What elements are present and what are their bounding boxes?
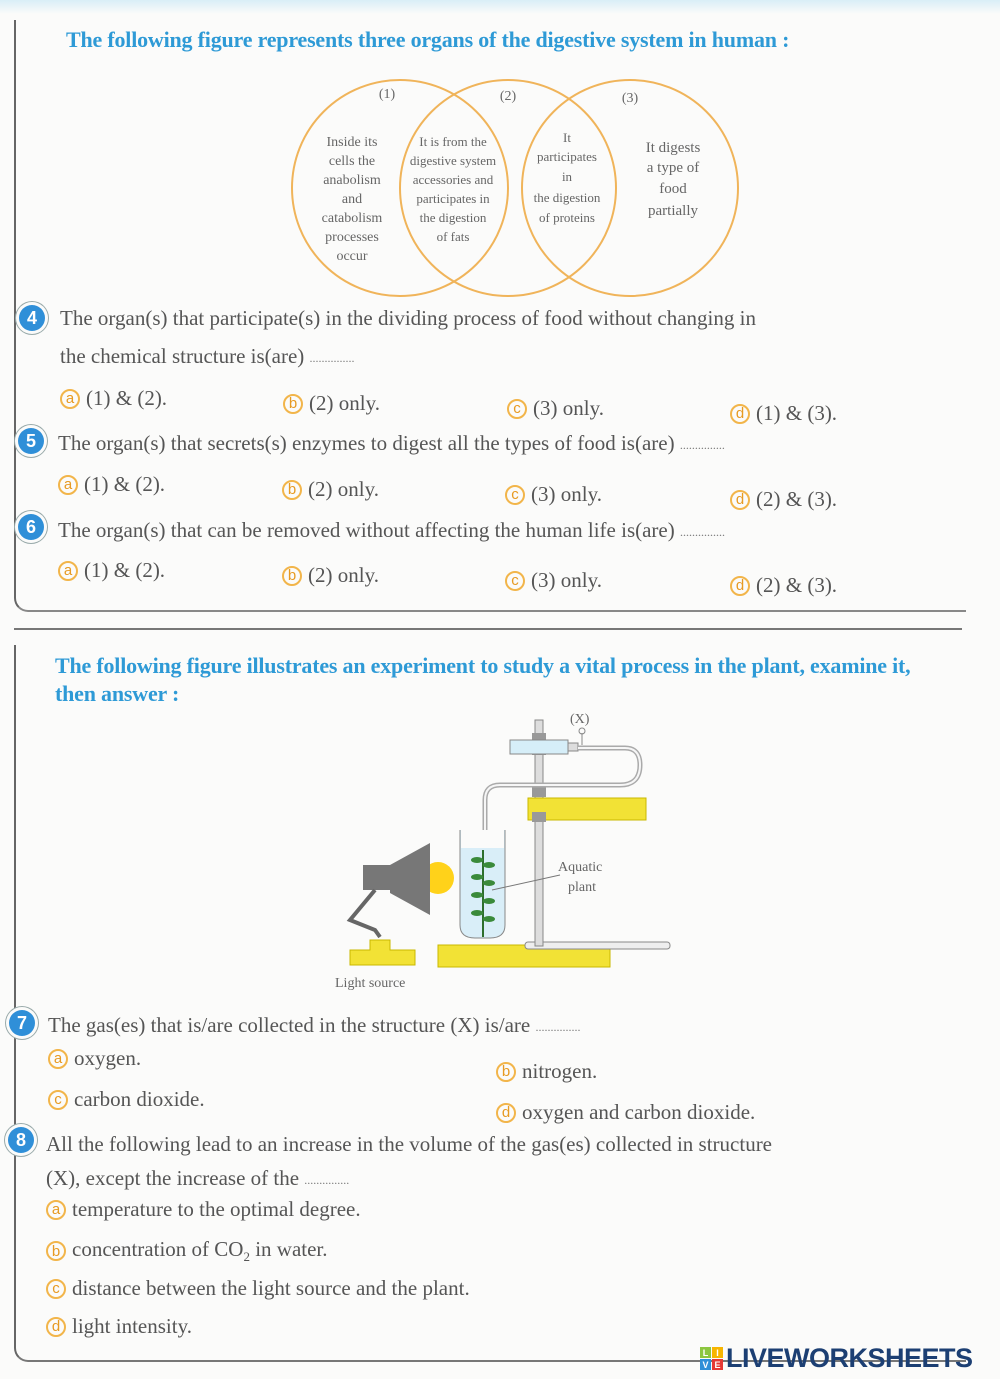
option-letter-d-icon: d: [730, 489, 750, 510]
svg-text:and: and: [342, 192, 362, 207]
svg-text:It: It: [563, 130, 571, 145]
option-letter-b-icon: b: [496, 1061, 516, 1082]
venn-label-3: (3): [622, 91, 639, 106]
label-plant: plant: [568, 880, 596, 895]
question-6-line1: The organ(s) that can be removed without…: [58, 518, 725, 542]
option-letter-a-icon: a: [46, 1199, 66, 1220]
option-letter-b-icon: b: [282, 565, 302, 586]
question-8-line2: (X), except the increase of the ........…: [46, 1166, 350, 1190]
svg-text:of proteins: of proteins: [539, 210, 595, 225]
svg-text:occur: occur: [336, 249, 367, 264]
option-letter-c-icon: c: [505, 484, 525, 505]
live-tiles-icon: L I V E: [700, 1347, 723, 1370]
venn-circle1-text: Inside its cells the anabolism and catab…: [322, 135, 383, 264]
svg-text:participates in: participates in: [416, 191, 490, 206]
option-letter-c-icon: c: [507, 398, 527, 419]
label-aquatic: Aquatic: [558, 860, 602, 875]
section1-heading: The following figure represents three or…: [66, 27, 790, 52]
liveworksheets-logo[interactable]: L I V E LIVEWORKSHEETS: [700, 1343, 973, 1374]
q6-option-c[interactable]: c(3) only.: [505, 568, 602, 593]
svg-text:the digestion: the digestion: [420, 210, 487, 225]
option-letter-a-icon: a: [58, 560, 78, 581]
option-letter-b-icon: b: [282, 479, 302, 500]
q6-option-b[interactable]: b(2) only.: [282, 563, 379, 588]
q5-option-d[interactable]: d(2) & (3).: [730, 487, 837, 512]
svg-text:processes: processes: [325, 230, 379, 245]
question-4-line1: The organ(s) that participate(s) in the …: [60, 306, 756, 330]
svg-text:participates: participates: [537, 149, 597, 164]
svg-text:anabolism: anabolism: [323, 173, 381, 188]
option-letter-b-icon: b: [283, 393, 303, 414]
q4-option-a[interactable]: a(1) & (2).: [60, 386, 167, 411]
question-number-5: 5: [18, 428, 44, 454]
q6-option-d[interactable]: d(2) & (3).: [730, 573, 837, 598]
svg-text:in: in: [562, 169, 573, 184]
svg-text:of fats: of fats: [437, 229, 470, 244]
venn-overlap-2-3-text: It participates in the digestion of prot…: [534, 130, 601, 225]
option-letter-d-icon: d: [730, 575, 750, 596]
svg-text:cells the: cells the: [329, 154, 375, 169]
question-8-line1: All the following lead to an increase in…: [46, 1132, 773, 1156]
q5-option-a[interactable]: a(1) & (2).: [58, 472, 165, 497]
photosynthesis-experiment-diagram: (X) Aquatic plant Light source: [335, 712, 671, 991]
svg-text:It digests: It digests: [646, 140, 701, 156]
svg-text:It is from the: It is from the: [419, 134, 487, 149]
option-letter-b-icon: b: [46, 1241, 66, 1262]
venn-label-2: (2): [500, 89, 517, 104]
svg-text:Inside its: Inside its: [327, 135, 378, 150]
question-number-4: 4: [19, 305, 45, 331]
section-digestive-frame: [14, 20, 966, 612]
q4-option-b[interactable]: b(2) only.: [283, 391, 380, 416]
venn-circle3-text: It digests a type of food partially: [646, 140, 701, 219]
option-letter-a-icon: a: [48, 1048, 68, 1069]
svg-text:accessories and: accessories and: [413, 172, 494, 187]
venn-diagram: (1) (2) (3) Inside its cells the anaboli…: [291, 79, 739, 297]
option-letter-d-icon: d: [730, 403, 750, 424]
option-letter-c-icon: c: [48, 1089, 68, 1110]
venn-label-1: (1): [379, 87, 396, 102]
svg-text:the digestion: the digestion: [534, 190, 601, 205]
logo-text: LIVEWORKSHEETS: [726, 1343, 973, 1373]
top-band: [0, 0, 1000, 14]
svg-text:catabolism: catabolism: [322, 211, 383, 226]
option-letter-c-icon: c: [505, 570, 525, 591]
q4-option-c[interactable]: c(3) only.: [507, 396, 604, 421]
q5-option-b[interactable]: b(2) only.: [282, 477, 379, 502]
svg-text:food: food: [659, 181, 687, 197]
section-divider: [14, 628, 962, 630]
option-letter-a-icon: a: [58, 474, 78, 495]
question-number-7: 7: [9, 1010, 35, 1036]
question-4-line2: the chemical structure is(are) .........…: [60, 344, 355, 368]
q5-option-c[interactable]: c(3) only.: [505, 482, 602, 507]
label-light-source: Light source: [335, 976, 405, 991]
svg-text:a type of: a type of: [647, 160, 699, 176]
question-number-6: 6: [18, 514, 44, 540]
svg-text:partially: partially: [648, 203, 698, 219]
question-number-8: 8: [8, 1127, 34, 1153]
section2-heading: The following figure illustrates an expe…: [55, 653, 911, 706]
venn-overlap-1-2-text: It is from the digestive system accessor…: [410, 134, 496, 244]
option-letter-c-icon: c: [46, 1278, 66, 1299]
svg-text:digestive system: digestive system: [410, 153, 496, 168]
q4-option-d[interactable]: d(1) & (3).: [730, 401, 837, 426]
option-letter-d-icon: d: [46, 1316, 66, 1337]
label-x: (X): [570, 712, 590, 727]
question-5-line1: The organ(s) that secrets(s) enzymes to …: [58, 431, 725, 455]
q6-option-a[interactable]: a(1) & (2).: [58, 558, 165, 583]
question-7-line1: The gas(es) that is/are collected in the…: [48, 1013, 581, 1037]
option-letter-a-icon: a: [60, 388, 80, 409]
section-plant-frame: [14, 645, 966, 1362]
option-letter-d-icon: d: [496, 1102, 516, 1123]
